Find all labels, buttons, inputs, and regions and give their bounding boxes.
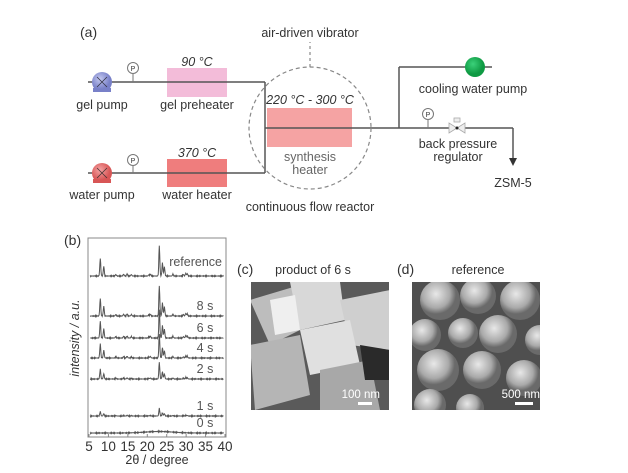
xrd-trace-8s <box>89 285 224 319</box>
bpr-label-2: regulator <box>433 150 482 164</box>
vibrator-label: air-driven vibrator <box>261 26 358 40</box>
x-tick-label: 30 <box>179 439 194 454</box>
gel-temp-label: 90 °C <box>181 55 213 69</box>
x-tick-label: 25 <box>159 439 174 454</box>
scale-bar-label-d: 500 nm <box>502 389 540 401</box>
x-axis-label: 2θ / degree <box>125 453 188 467</box>
trace-label: reference <box>169 255 222 269</box>
panel-b-label: (b) <box>64 232 81 248</box>
panel-d-label: (d) <box>397 261 414 277</box>
xrd-trace-1s <box>89 407 224 419</box>
svg-text:P: P <box>131 158 136 165</box>
x-tick-label: 40 <box>217 439 232 454</box>
panel-c-sem-image: (c) product of 6 s 100 nm <box>237 261 389 410</box>
svg-text:P: P <box>426 112 431 119</box>
pressure-gauge-icon: P <box>422 108 434 128</box>
water-pump-label: water pump <box>68 188 134 202</box>
pressure-gauge-icon: P <box>127 62 139 82</box>
panel-c-title: product of 6 s <box>275 263 351 277</box>
plot-frame <box>87 237 227 438</box>
arrow-icon <box>509 158 517 166</box>
product-label: ZSM-5 <box>494 176 532 190</box>
panel-d-sem-image: (d) reference 500 nm <box>397 261 540 410</box>
scale-bar-c <box>358 402 372 405</box>
sem-image-6s <box>251 282 389 410</box>
trace-label: 0 s <box>197 416 214 430</box>
gel-preheater-label: gel preheater <box>160 98 234 112</box>
water-heater-label: water heater <box>161 188 231 202</box>
scale-bar-label-c: 100 nm <box>342 389 380 401</box>
reactor-label: continuous flow reactor <box>246 200 375 214</box>
gel-pump-icon <box>92 72 112 92</box>
panel-a-label: (a) <box>80 24 97 40</box>
water-pump-icon <box>92 163 112 183</box>
panel-a-flow-diagram: (a) <box>68 24 531 214</box>
x-tick-label: 20 <box>140 439 155 454</box>
x-tick-label: 10 <box>101 439 116 454</box>
xrd-trace-0s <box>89 429 224 436</box>
gel-pump-label: gel pump <box>76 98 127 112</box>
cooling-pump-label: cooling water pump <box>419 82 527 96</box>
xrd-trace-reference <box>89 245 224 279</box>
xrd-trace-4s <box>90 333 224 361</box>
pressure-gauge-icon: P <box>127 154 139 173</box>
trace-label: 1 s <box>197 399 214 413</box>
reactor-dashed-circle <box>248 66 372 190</box>
back-pressure-regulator-icon <box>448 117 466 134</box>
panel-d-title: reference <box>452 263 505 277</box>
svg-text:P: P <box>131 66 136 73</box>
trace-label: 6 s <box>197 321 214 335</box>
synthesis-heater-label-2: heater <box>292 163 327 177</box>
x-tick-label: 15 <box>120 439 135 454</box>
xrd-trace-6s <box>90 309 224 341</box>
synthesis-temp-label: 220 °C - 300 °C <box>265 93 355 107</box>
x-tick-label: 5 <box>85 439 93 454</box>
panel-c-label: (c) <box>237 261 253 277</box>
scale-bar-d <box>515 402 533 405</box>
water-temp-label: 370 °C <box>178 146 217 160</box>
sem-image-reference <box>412 282 540 410</box>
trace-label: 2 s <box>197 362 214 376</box>
y-axis-label: intensity / a.u. <box>68 299 82 376</box>
cooling-water-pump-icon <box>465 57 485 77</box>
trace-label: 4 s <box>197 341 214 355</box>
xrd-trace-2s <box>89 362 224 382</box>
trace-label: 8 s <box>197 299 214 313</box>
bpr-label: back pressure <box>419 137 498 151</box>
synthesis-heater-label: synthesis <box>284 150 336 164</box>
x-tick-label: 35 <box>198 439 213 454</box>
